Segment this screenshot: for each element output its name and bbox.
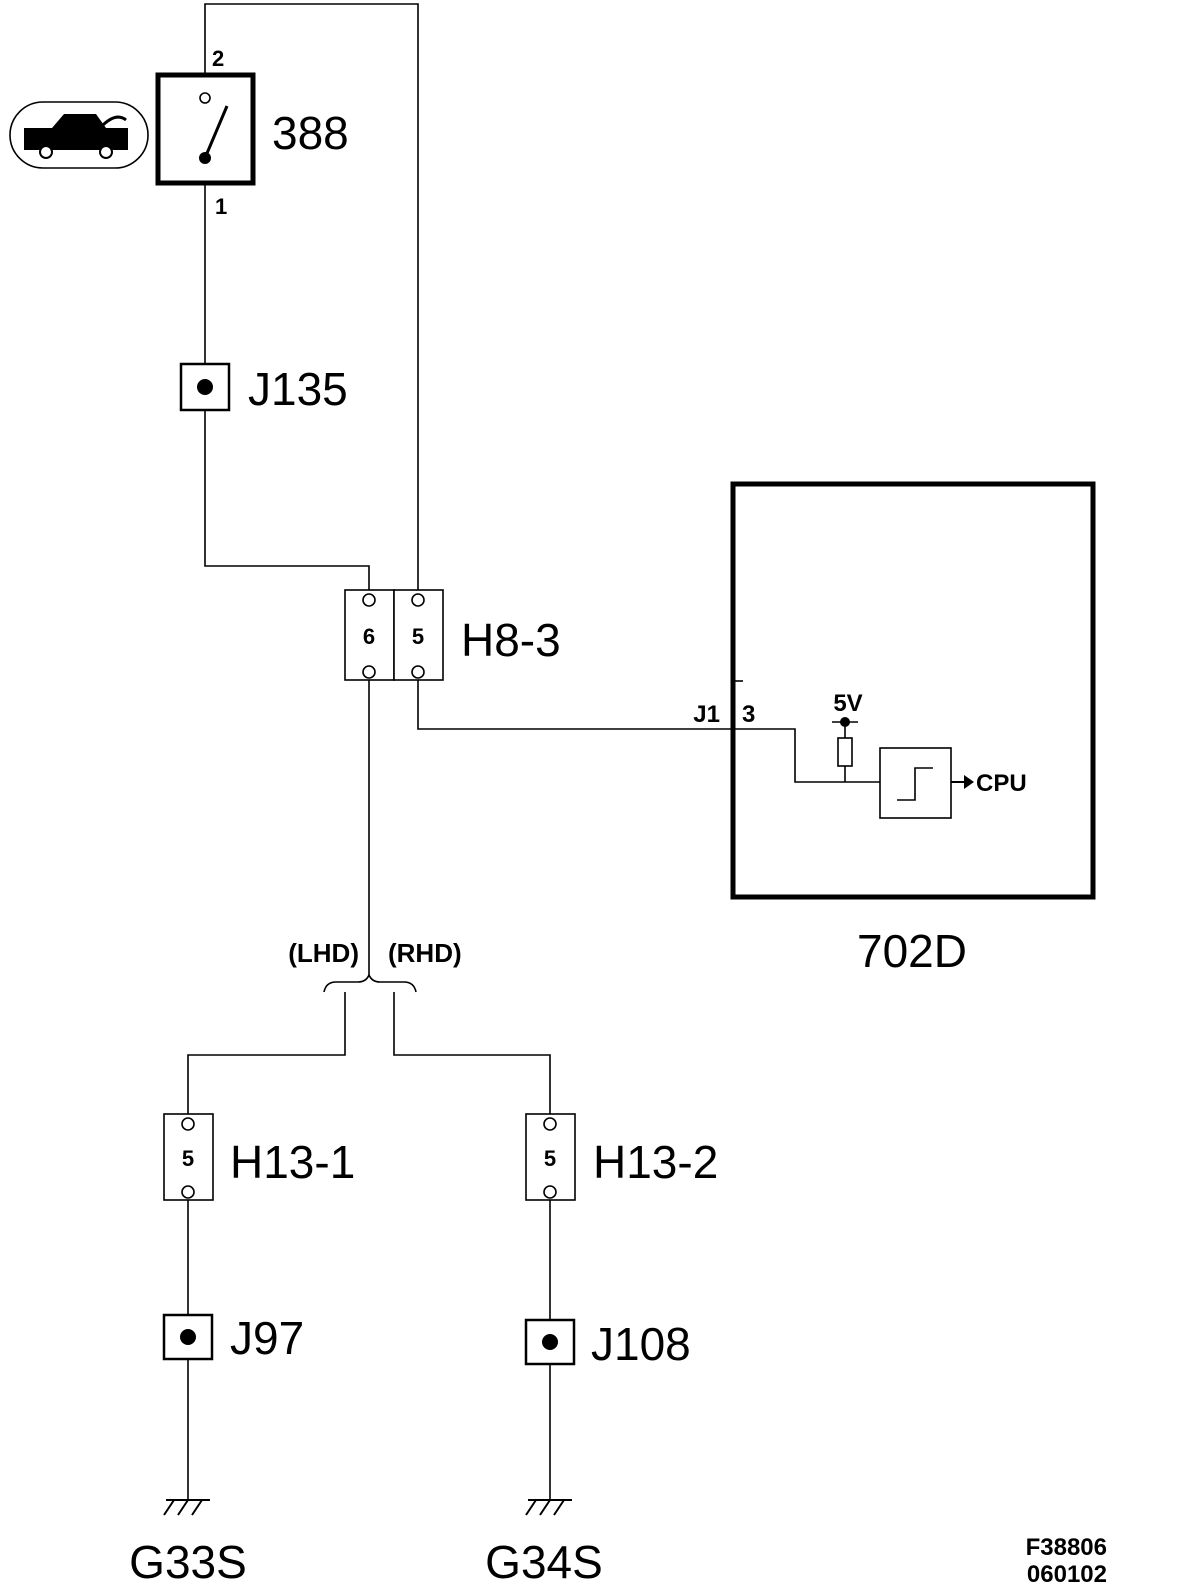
supply-voltage-label: 5V xyxy=(833,690,862,717)
splice-j108-label: J108 xyxy=(591,1318,691,1370)
connector-h13-2-pin-label: 5 xyxy=(544,1146,556,1171)
connector-h8-3-pin6-top xyxy=(362,593,376,607)
splice-j97-label: J97 xyxy=(230,1312,304,1364)
splice-j135-box xyxy=(179,362,231,412)
switch-lever xyxy=(203,105,229,159)
splice-j135-dot xyxy=(197,379,213,395)
connector-h8-3: 6 5 H8-3 xyxy=(344,589,561,681)
connector-h13-2-pin-top xyxy=(543,1117,557,1131)
branch-left-label: (LHD) xyxy=(288,938,359,968)
wire-rhd-branch xyxy=(393,992,551,1114)
splice-j135: J135 xyxy=(179,362,348,415)
wire-j135-to-h8-pin6 xyxy=(204,410,370,590)
splice-j108: J108 xyxy=(524,1318,691,1370)
switch-label: 388 xyxy=(272,107,349,159)
ground-g33s-label: G33S xyxy=(129,1536,247,1586)
connector-h13-2: 5 H13-2 xyxy=(525,1113,718,1201)
control-unit-label: 702D xyxy=(857,925,967,977)
figure-code-line2: 060102 xyxy=(1027,1561,1107,1586)
switch-contact-open xyxy=(199,92,211,104)
control-unit-702d: J1 3 5V CPU 702D xyxy=(693,481,1096,977)
connector-h8-3-pin-right-label: 5 xyxy=(412,624,424,649)
connector-h13-1: 5 H13-1 xyxy=(163,1113,355,1201)
schmitt-trigger-icon xyxy=(897,767,933,801)
connector-h13-1-pin-label: 5 xyxy=(182,1146,194,1171)
supply-node xyxy=(840,717,850,727)
cpu-label: CPU xyxy=(976,770,1027,797)
branch-right-label: (RHD) xyxy=(388,938,462,968)
connector-h13-1-label: H13-1 xyxy=(230,1136,355,1188)
car-bonnet-icon xyxy=(9,101,149,169)
branch-brace xyxy=(323,972,417,993)
ground-icon xyxy=(525,1499,572,1516)
switch-body xyxy=(155,72,256,186)
connector-h8-3-pin5-bottom xyxy=(411,665,425,679)
wire-pin2-to-h8-pin5 xyxy=(204,3,419,590)
switch-pin-top-label: 2 xyxy=(212,46,224,71)
connector-h13-2-label: H13-2 xyxy=(593,1136,718,1188)
lhd-rhd-branch: (LHD) (RHD) xyxy=(288,938,462,993)
splice-j97: J97 xyxy=(162,1312,304,1364)
control-unit-body xyxy=(730,481,1096,900)
ground-g34s-label: G34S xyxy=(485,1536,603,1586)
ground-g34s: G34S xyxy=(485,1499,603,1586)
control-unit-connector-label: J1 xyxy=(693,701,720,728)
connector-h8-3-right-cell xyxy=(393,589,444,681)
connector-h8-3-label: H8-3 xyxy=(461,614,561,666)
connector-h8-3-pin5-top xyxy=(411,593,425,607)
figure-code: F38806 060102 xyxy=(1026,1534,1107,1586)
control-unit-internal-wire xyxy=(733,728,880,783)
connector-h8-3-pin6-bottom xyxy=(362,665,376,679)
splice-j135-label: J135 xyxy=(248,363,348,415)
splice-j108-dot xyxy=(542,1334,558,1350)
ground-g33s: G33S xyxy=(129,1499,247,1586)
connector-h13-2-pin-bottom xyxy=(543,1185,557,1199)
figure-code-line1: F38806 xyxy=(1026,1534,1107,1561)
control-unit-pin-label: 3 xyxy=(742,701,755,728)
ground-icon xyxy=(163,1499,210,1516)
pullup-resistor xyxy=(837,737,853,767)
wire-h8-pin5-to-702d xyxy=(417,680,733,730)
connector-h13-1-pin-top xyxy=(181,1117,195,1131)
connector-h8-3-pin-left-label: 6 xyxy=(363,624,375,649)
wires xyxy=(187,3,733,1500)
wire-lhd-branch xyxy=(187,992,346,1114)
splice-j97-dot xyxy=(180,1329,196,1345)
switch-pin-bottom-label: 1 xyxy=(215,194,227,219)
connector-h13-1-pin-bottom xyxy=(181,1185,195,1199)
arrow-right-icon xyxy=(964,775,974,789)
switch-388: 2 1 388 xyxy=(155,46,349,219)
